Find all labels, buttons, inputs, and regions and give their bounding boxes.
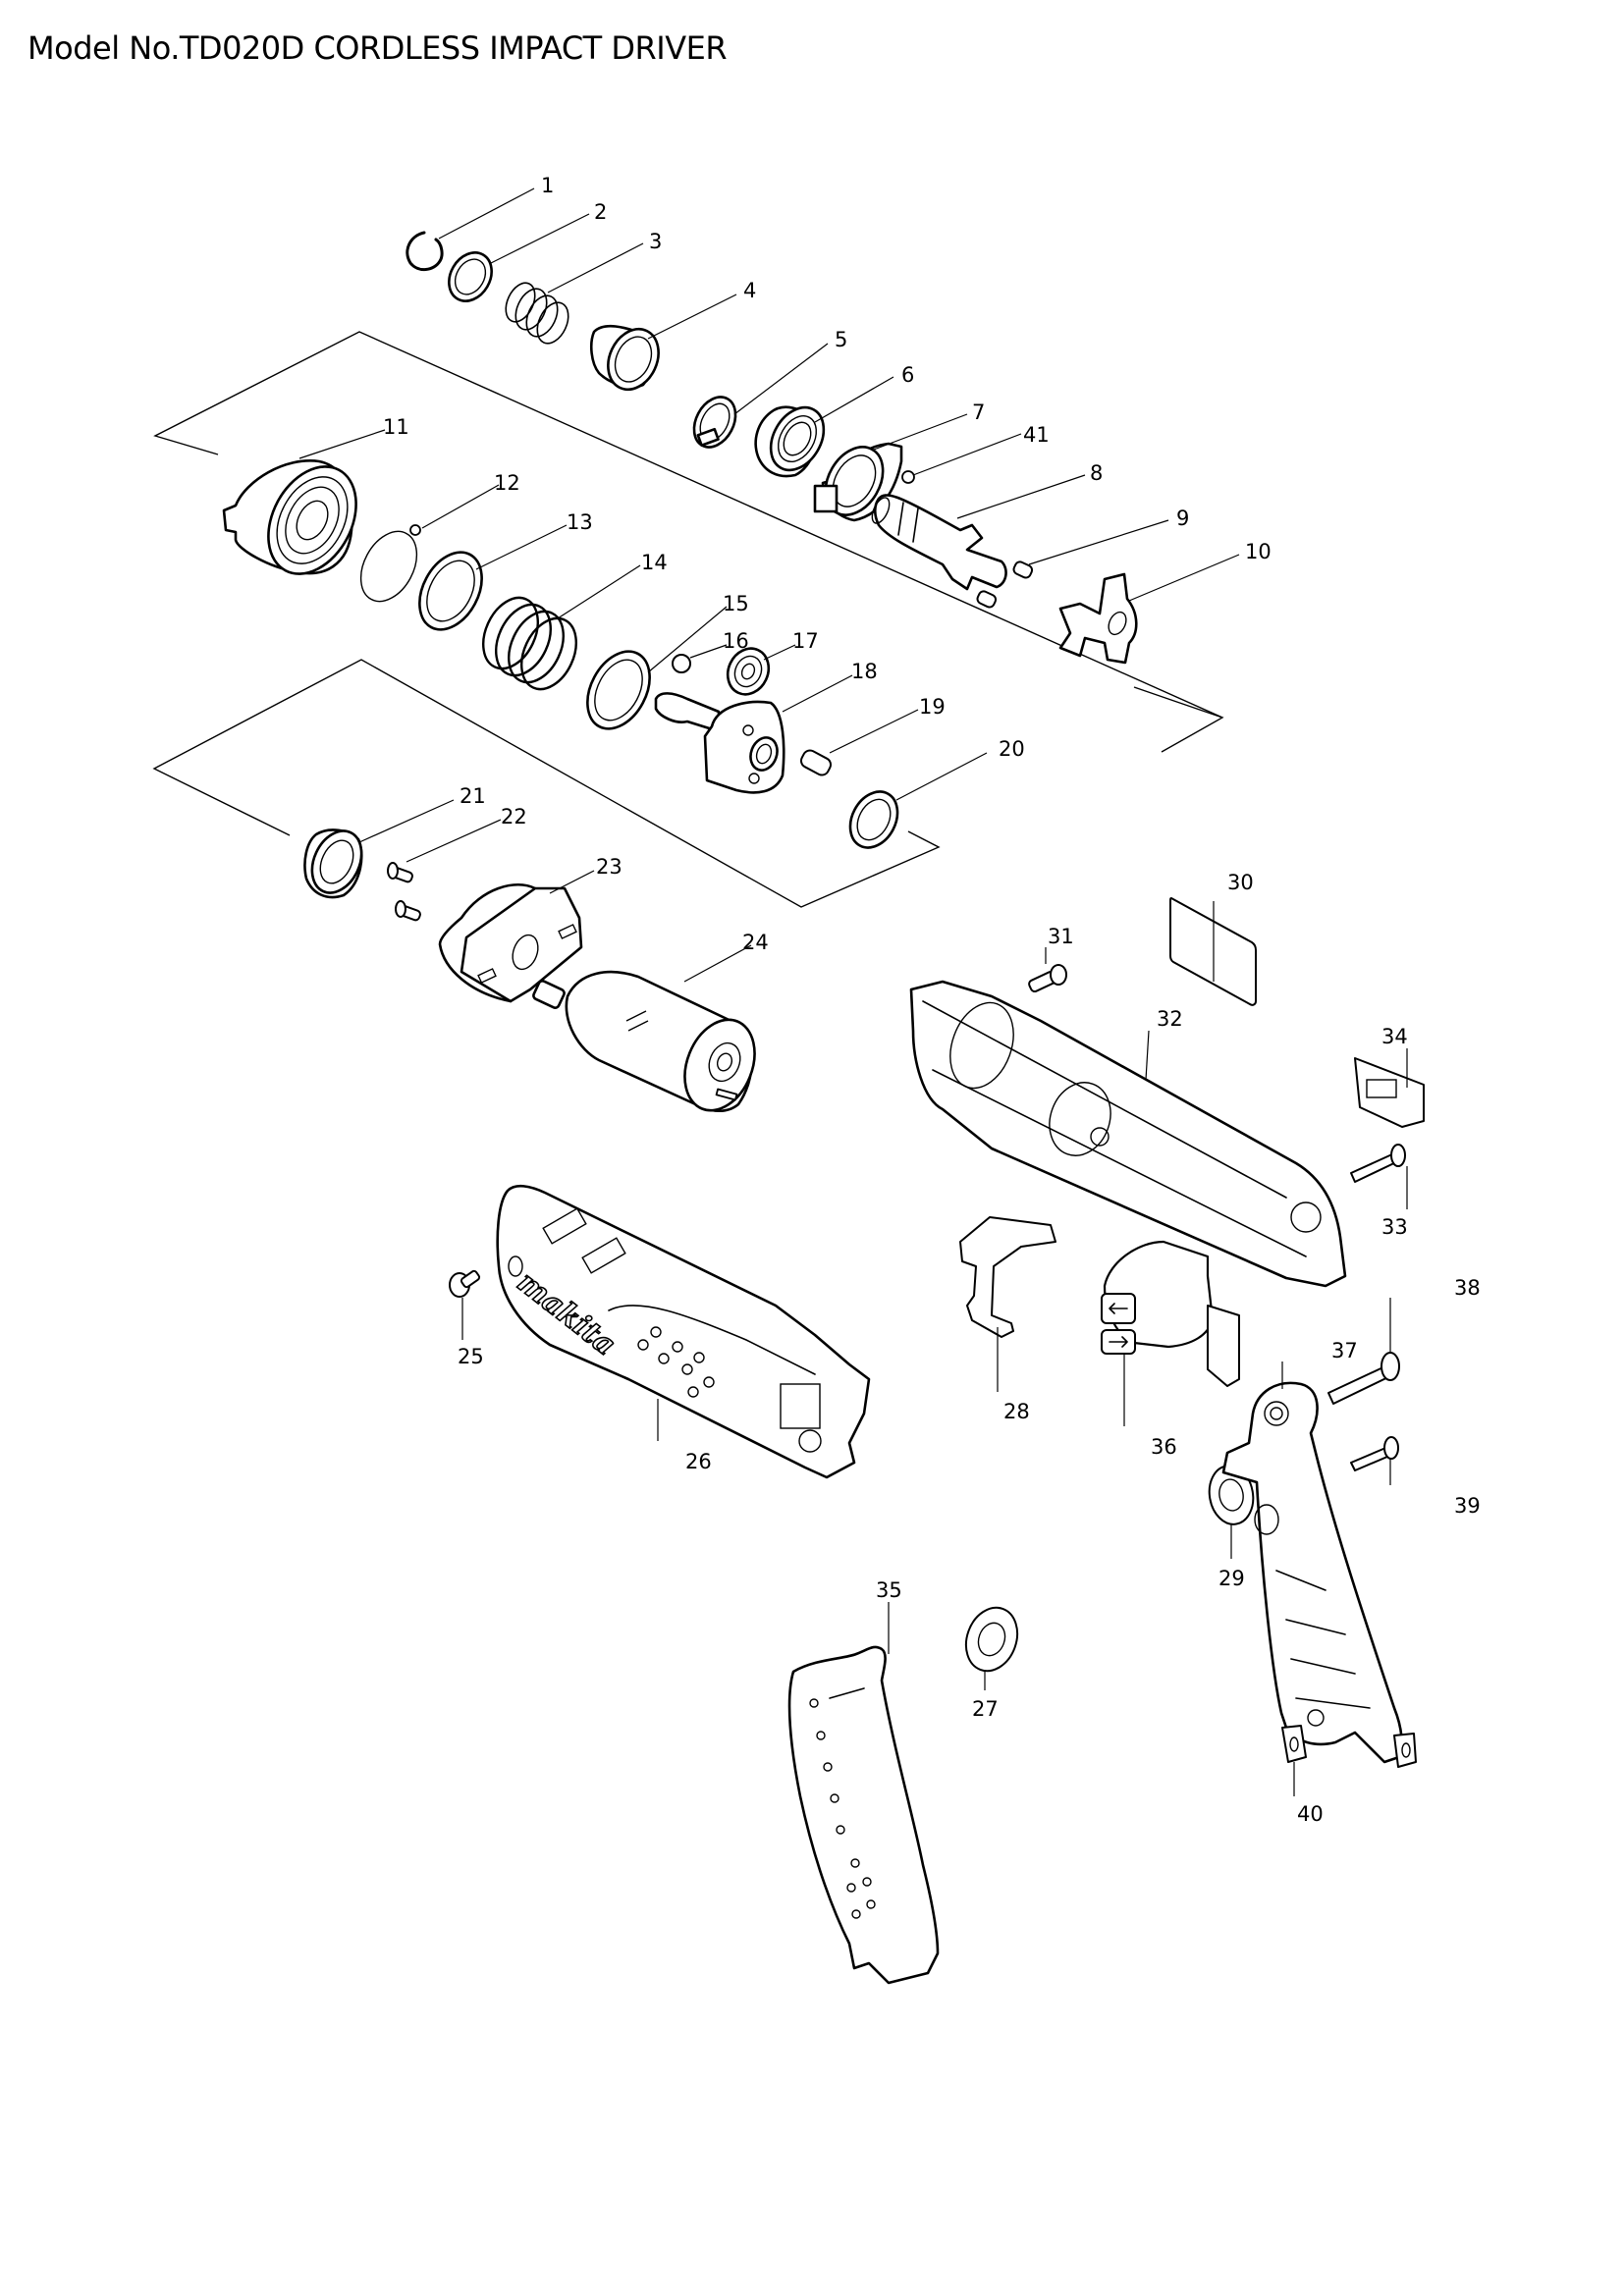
part-34-switch-cover[interactable]	[1354, 1057, 1425, 1128]
callout-22[interactable]: 22	[501, 805, 527, 828]
page-title: Model No.TD020D CORDLESS IMPACT DRIVER	[27, 29, 728, 67]
callout-35[interactable]: 35	[876, 1578, 902, 1602]
part-40-square-nut[interactable]	[1281, 1725, 1417, 1768]
part-20-flat-washer[interactable]	[840, 783, 906, 856]
part-23-internal-gear-housing[interactable]	[438, 883, 583, 1003]
assembly-bracket-upper	[153, 331, 1224, 753]
callout-37[interactable]: 37	[1331, 1339, 1358, 1362]
part-24-dc-motor[interactable]	[532, 970, 767, 1121]
callout-6[interactable]: 6	[901, 363, 914, 387]
callout-18[interactable]: 18	[851, 660, 878, 683]
callout-38[interactable]: 38	[1454, 1276, 1481, 1300]
callout-9[interactable]: 9	[1176, 507, 1189, 530]
part-21-ball-bearing[interactable]	[302, 823, 371, 900]
callout-3[interactable]: 3	[649, 230, 662, 253]
part-32-housing[interactable]	[909, 980, 1347, 1288]
callout-36[interactable]: 36	[1151, 1435, 1177, 1459]
part-16-steel-ball[interactable]	[672, 654, 691, 673]
part-12-steel-balls[interactable]	[350, 522, 428, 612]
part-28-switch-lever[interactable]	[959, 1216, 1056, 1338]
part-17-spur-gear[interactable]	[721, 642, 777, 701]
part-41-steel-ball[interactable]	[901, 470, 915, 484]
callout-16[interactable]: 16	[723, 629, 749, 653]
callout-10[interactable]: 10	[1245, 540, 1272, 563]
part-1-retaining-ring[interactable]	[406, 231, 444, 271]
callout-40[interactable]: 40	[1297, 1802, 1324, 1826]
callout-23[interactable]: 23	[596, 855, 623, 879]
part-11-hammer[interactable]	[222, 452, 374, 589]
part-37-grip[interactable]	[1221, 1381, 1404, 1764]
part-18-spindle[interactable]	[654, 692, 785, 794]
callout-7[interactable]: 7	[972, 400, 985, 424]
part-8-anvil[interactable]	[869, 494, 1007, 591]
callout-5[interactable]: 5	[835, 328, 847, 351]
callout-26[interactable]: 26	[685, 1450, 712, 1473]
part-25-screw[interactable]	[449, 1269, 481, 1298]
callout-20[interactable]: 20	[999, 737, 1025, 761]
part-10-hammer-cam[interactable]	[1058, 572, 1138, 665]
callout-1[interactable]: 1	[541, 174, 554, 197]
callout-2[interactable]: 2	[594, 200, 607, 224]
part-19-pin[interactable]	[799, 748, 834, 777]
callout-4[interactable]: 4	[743, 279, 756, 302]
part-27-hinge-washer[interactable]	[957, 1600, 1026, 1678]
part-36-switch[interactable]	[1101, 1240, 1240, 1387]
callout-28[interactable]: 28	[1003, 1400, 1030, 1423]
part-22-screw[interactable]	[387, 862, 421, 922]
callout-41[interactable]: 41	[1023, 423, 1050, 447]
callout-39[interactable]: 39	[1454, 1494, 1481, 1518]
part-13-flat-washer[interactable]	[407, 542, 495, 640]
callout-27[interactable]: 27	[972, 1697, 999, 1721]
callout-34[interactable]: 34	[1381, 1025, 1408, 1048]
callout-labels: 1 2 3 4 5 6 7 41 8 9 10 11 12 13 14 15 1…	[383, 174, 1481, 1826]
part-2-ring[interactable]	[441, 244, 501, 308]
leader-lines	[298, 187, 1408, 1796]
callout-32[interactable]: 32	[1157, 1007, 1183, 1031]
part-26-housing-set[interactable]: makita	[496, 1184, 871, 1479]
assembly-bracket-lower	[152, 659, 941, 908]
part-38-tapping-screw[interactable]	[1327, 1352, 1400, 1405]
part-14-compression-spring[interactable]	[472, 589, 586, 698]
callout-15[interactable]: 15	[723, 592, 749, 615]
part-5-retaining-ring[interactable]	[686, 390, 744, 454]
part-4-sleeve[interactable]	[589, 321, 668, 398]
callout-11[interactable]: 11	[383, 415, 409, 439]
part-31-screw[interactable]	[1028, 964, 1067, 993]
callout-12[interactable]: 12	[494, 471, 520, 495]
part-29-hinge-washer[interactable]	[1205, 1463, 1258, 1528]
part-33-tapping-screw[interactable]	[1350, 1144, 1406, 1183]
callout-29[interactable]: 29	[1218, 1567, 1245, 1590]
callout-13[interactable]: 13	[567, 510, 593, 534]
part-3-compression-spring[interactable]	[500, 278, 574, 347]
callout-21[interactable]: 21	[460, 784, 486, 808]
part-35-grip-cover[interactable]	[787, 1645, 940, 1985]
callout-19[interactable]: 19	[919, 695, 946, 719]
callout-31[interactable]: 31	[1048, 925, 1074, 948]
part-6-ball-bearing[interactable]	[754, 399, 835, 480]
callout-17[interactable]: 17	[792, 629, 819, 653]
callout-14[interactable]: 14	[641, 551, 668, 574]
callout-8[interactable]: 8	[1090, 461, 1103, 485]
part-9-pin[interactable]	[976, 561, 1034, 609]
callout-30[interactable]: 30	[1227, 871, 1254, 894]
callout-24[interactable]: 24	[742, 931, 769, 954]
part-15-flat-washer[interactable]	[575, 641, 663, 739]
callout-25[interactable]: 25	[458, 1345, 484, 1368]
callout-33[interactable]: 33	[1381, 1215, 1408, 1239]
part-39-tapping-screw[interactable]	[1350, 1436, 1399, 1471]
